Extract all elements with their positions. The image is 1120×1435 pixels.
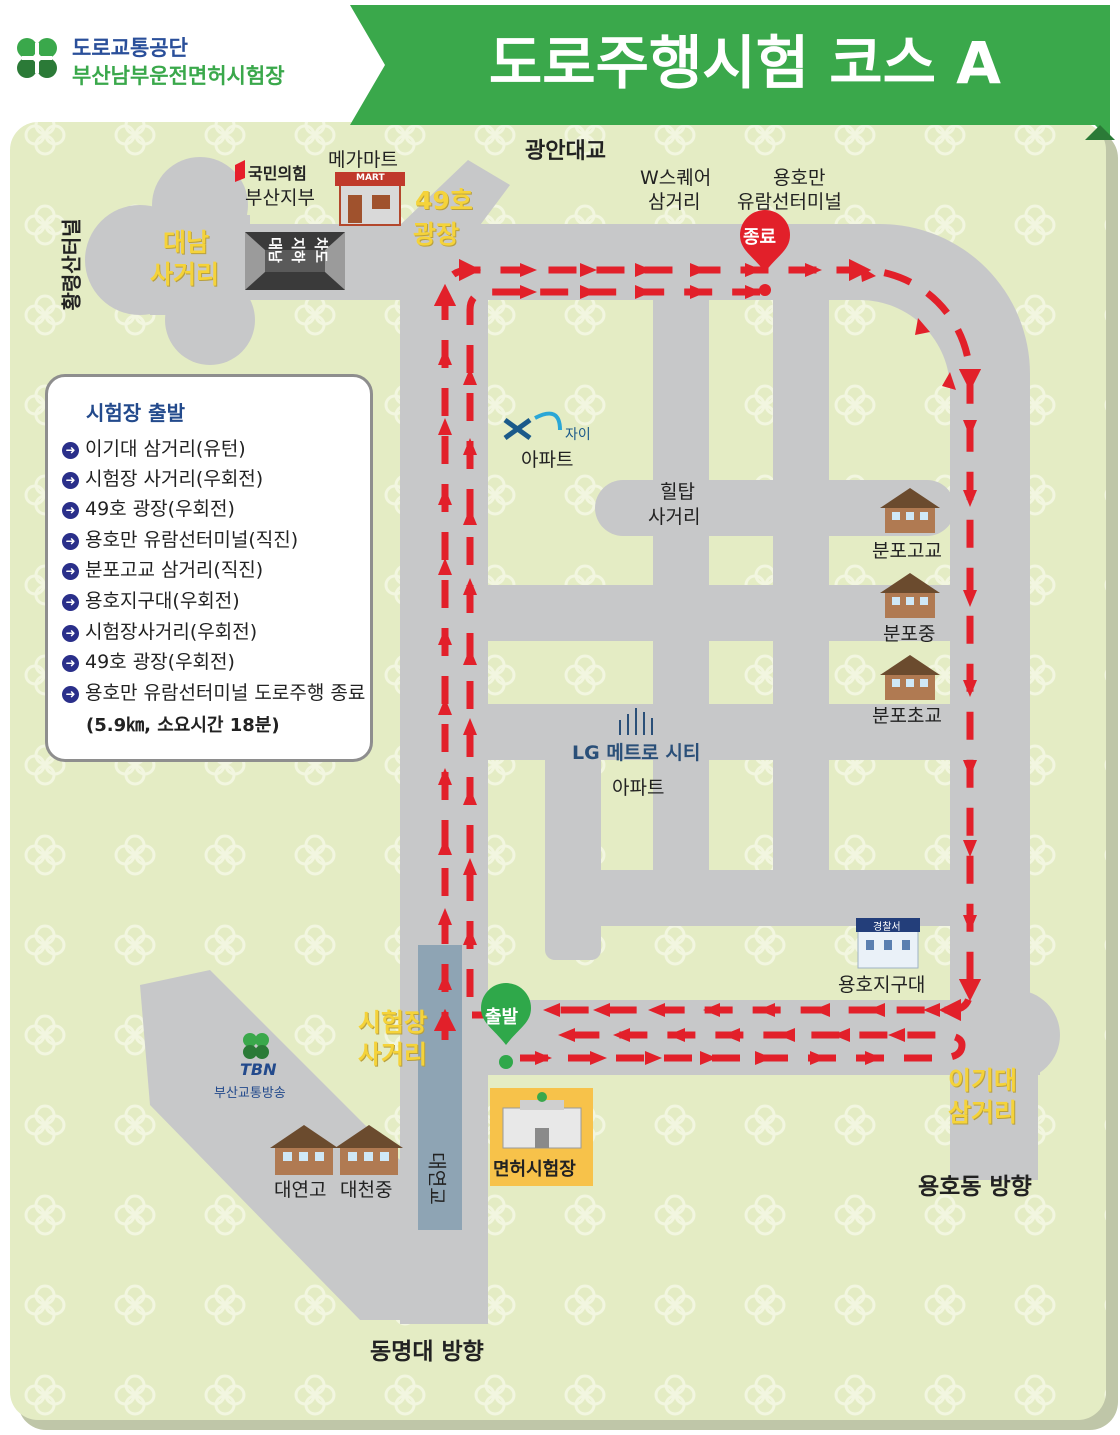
label-dongmyeong-direction: 동명대 방향 bbox=[370, 1339, 484, 1365]
label-daenam-1: 대남 bbox=[163, 228, 210, 257]
school-icon-bunpo-middle bbox=[880, 573, 940, 618]
tbn-logo-icon bbox=[243, 1033, 269, 1059]
arrow-right-circle-icon: ➜ bbox=[62, 594, 79, 611]
route-legend: 시험장 출발 ➜이기대 삼거리(유턴) ➜시험장 사거리(우회전) ➜49호 광… bbox=[45, 374, 373, 762]
label-gwangan-bridge: 광안대교 bbox=[525, 139, 606, 164]
label-w-square-1: W스퀘어 bbox=[640, 167, 712, 189]
label-daenam-2: 사거리 bbox=[150, 260, 220, 289]
org-name-line1: 도로교통공단 bbox=[72, 36, 188, 60]
label-ppp-bottom: 부산지부 bbox=[245, 187, 315, 209]
legend-item: ➜용호만 유람선터미널 도로주행 종료 bbox=[62, 681, 365, 705]
label-yongho-1: 용호만 bbox=[773, 167, 826, 189]
header-banner bbox=[350, 5, 1110, 140]
label-hilltop-1: 힐탑 bbox=[660, 481, 695, 503]
legend-note: (5.9㎞, 소요시간 18분) bbox=[86, 715, 280, 736]
police-station-icon bbox=[856, 918, 920, 969]
label-underpass-1: 대남 bbox=[265, 237, 282, 263]
label-end-pin: 종료 bbox=[743, 227, 777, 248]
school-icon-daeyeon-high bbox=[270, 1125, 338, 1175]
label-tbn-name: 부산교통방송 bbox=[214, 1086, 286, 1101]
org-name-line2: 부산남부운전면허시험장 bbox=[72, 64, 285, 88]
label-plaza49-1: 49호 bbox=[415, 186, 473, 215]
school-icon-bunpo-elem bbox=[880, 655, 940, 700]
label-yongho-2: 유람선터미널 bbox=[737, 191, 842, 213]
label-ppp-top: 국민의힘 bbox=[248, 164, 307, 183]
label-test-xing-1: 시험장 bbox=[358, 1008, 428, 1037]
arrow-right-circle-icon: ➜ bbox=[62, 533, 79, 550]
legend-item: ➜시험장사거리(우회전) bbox=[62, 620, 257, 644]
arrow-right-circle-icon: ➜ bbox=[62, 625, 79, 642]
label-bunpo-high: 분포고교 bbox=[872, 540, 942, 562]
label-tbn-logo: TBN bbox=[240, 1060, 277, 1079]
korea-road-traffic-authority-logo bbox=[17, 38, 57, 78]
arrow-right-circle-icon: ➜ bbox=[62, 563, 79, 580]
legend-title: 시험장 출발 bbox=[86, 401, 185, 425]
label-test-xing-2: 사거리 bbox=[358, 1040, 428, 1069]
ppp-logo-icon bbox=[235, 160, 245, 182]
arrow-right-circle-icon: ➜ bbox=[62, 442, 79, 459]
lg-metro-city-logo-icon bbox=[619, 708, 653, 735]
label-yonghodong-direction: 용호동 방향 bbox=[918, 1174, 1032, 1200]
label-igidae-2: 삼거리 bbox=[948, 1098, 1018, 1127]
arrow-right-circle-icon: ➜ bbox=[62, 502, 79, 519]
end-pin-icon bbox=[740, 210, 790, 296]
arrow-right-circle-icon: ➜ bbox=[62, 655, 79, 672]
label-start-pin: 출발 bbox=[485, 1007, 519, 1028]
label-yongho-police: 용호지구대 bbox=[838, 974, 926, 996]
start-pin-icon bbox=[481, 983, 531, 1069]
label-hilltop-2: 사거리 bbox=[648, 506, 701, 528]
label-lg-metro: LG 메트로 시티 bbox=[572, 742, 701, 764]
route-path bbox=[433, 258, 982, 1062]
label-bunpo-middle: 분포중 bbox=[883, 623, 936, 645]
header-fold bbox=[1085, 125, 1115, 140]
school-icon-daecheon-middle bbox=[335, 1125, 403, 1175]
arrow-right-circle-icon: ➜ bbox=[62, 686, 79, 703]
label-xi-brand: 자이 bbox=[565, 427, 591, 443]
label-plaza49-2: 광장 bbox=[413, 220, 460, 249]
mart-icon bbox=[335, 172, 405, 226]
legend-item: ➜용호만 유람선터미널(직진) bbox=[62, 528, 298, 552]
label-mart-sign: MART bbox=[356, 173, 385, 183]
label-daeyeon-high: 대연고 bbox=[274, 1179, 327, 1201]
label-underpass-2: 지하 bbox=[288, 237, 305, 263]
legend-item: ➜이기대 삼거리(유턴) bbox=[62, 437, 246, 461]
label-police-sign: 경찰서 bbox=[873, 922, 901, 933]
label-daeyeon-bridge: 대연교 bbox=[425, 1152, 448, 1205]
legend-item: ➜49호 광장(우회전) bbox=[62, 650, 235, 674]
label-megamart: 메가마트 bbox=[328, 149, 398, 171]
label-w-square-2: 삼거리 bbox=[648, 191, 701, 213]
route-arrows bbox=[438, 263, 977, 1065]
label-bunpo-elem: 분포초교 bbox=[872, 705, 942, 727]
xi-logo-icon bbox=[503, 411, 562, 441]
legend-item: ➜시험장 사거리(우회전) bbox=[62, 467, 263, 491]
label-hwangryeong-tunnel: 황령산터널 bbox=[59, 218, 84, 311]
school-icon-bunpo-high bbox=[880, 488, 940, 533]
label-xi-apt: 아파트 bbox=[521, 449, 574, 471]
label-lg-apt: 아파트 bbox=[612, 777, 665, 799]
label-igidae-1: 이기대 bbox=[948, 1066, 1018, 1095]
legend-item: ➜분포고교 삼거리(직진) bbox=[62, 558, 263, 582]
label-daecheon-middle: 대천중 bbox=[340, 1179, 393, 1201]
license-center-building-icon bbox=[502, 1092, 582, 1149]
legend-item: ➜49호 광장(우회전) bbox=[62, 497, 235, 521]
legend-item: ➜용호지구대(우회전) bbox=[62, 589, 240, 613]
page-title: 도로주행시험 코스 A bbox=[488, 29, 1002, 97]
label-license-center: 면허시험장 bbox=[493, 1159, 576, 1180]
label-underpass-3: 차도 bbox=[311, 237, 328, 263]
arrow-right-circle-icon: ➜ bbox=[62, 472, 79, 489]
